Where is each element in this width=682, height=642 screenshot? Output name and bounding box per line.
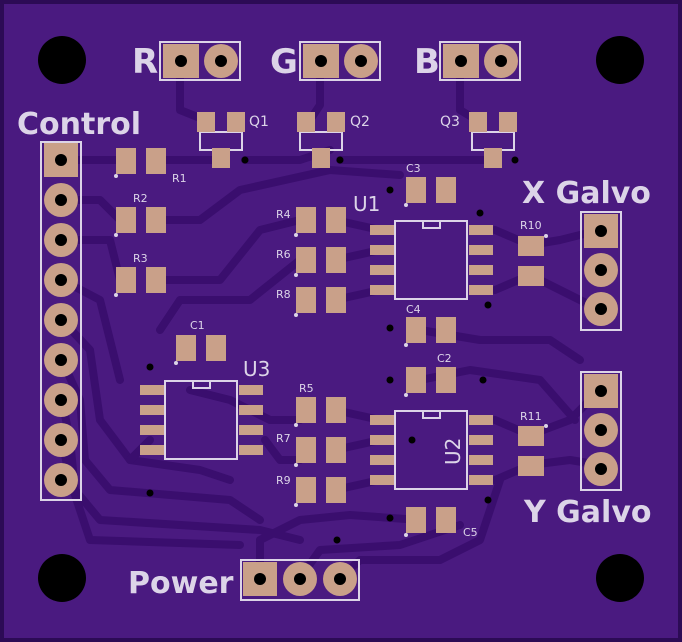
refdes-c3: C3 — [406, 162, 421, 175]
refdes-r4: R4 — [276, 208, 291, 221]
refdes-c2: C2 — [437, 352, 452, 365]
refdes-r6: R6 — [276, 248, 291, 261]
header-label-r: R — [132, 42, 158, 82]
silkscreen-text: R G B Control X Galvo Y Galvo Power Q1 Q… — [17, 42, 652, 601]
refdes-r7: R7 — [276, 432, 291, 445]
refdes-r8: R8 — [276, 288, 291, 301]
refdes-r11: R11 — [520, 410, 542, 423]
refdes-q3: Q3 — [440, 114, 460, 130]
refdes-u3: U3 — [243, 357, 270, 381]
header-label-x-galvo: X Galvo — [522, 176, 651, 211]
refdes-r5: R5 — [299, 382, 314, 395]
refdes-c5: C5 — [463, 526, 478, 539]
refdes-r2: R2 — [133, 192, 148, 205]
refdes-r9: R9 — [276, 474, 291, 487]
refdes-r3: R3 — [133, 252, 148, 265]
silkscreen-outlines — [40, 41, 622, 601]
header-label-g: G — [270, 42, 298, 82]
refdes-u1: U1 — [353, 192, 380, 216]
refdes-q1: Q1 — [249, 114, 269, 130]
refdes-q2: Q2 — [350, 114, 370, 130]
header-label-b: B — [414, 42, 440, 82]
mounting-hole-bottom-left — [38, 554, 86, 602]
header-label-control: Control — [17, 107, 141, 142]
refdes-r10: R10 — [520, 219, 542, 232]
mounting-holes — [38, 36, 644, 602]
refdes-u2: U2 — [441, 438, 465, 465]
pin1-dots — [114, 174, 548, 537]
mounting-hole-top-left — [38, 36, 86, 84]
header-label-power: Power — [128, 566, 234, 601]
refdes-c1: C1 — [190, 319, 205, 332]
vias — [146, 156, 519, 544]
mounting-hole-bottom-right — [596, 554, 644, 602]
header-label-y-galvo: Y Galvo — [523, 495, 652, 530]
header-pads — [44, 44, 618, 596]
refdes-r1: R1 — [172, 172, 187, 185]
board-substrate — [4, 4, 678, 638]
mounting-hole-top-right — [596, 36, 644, 84]
smd-pads — [116, 112, 544, 533]
refdes-c4: C4 — [406, 303, 421, 316]
